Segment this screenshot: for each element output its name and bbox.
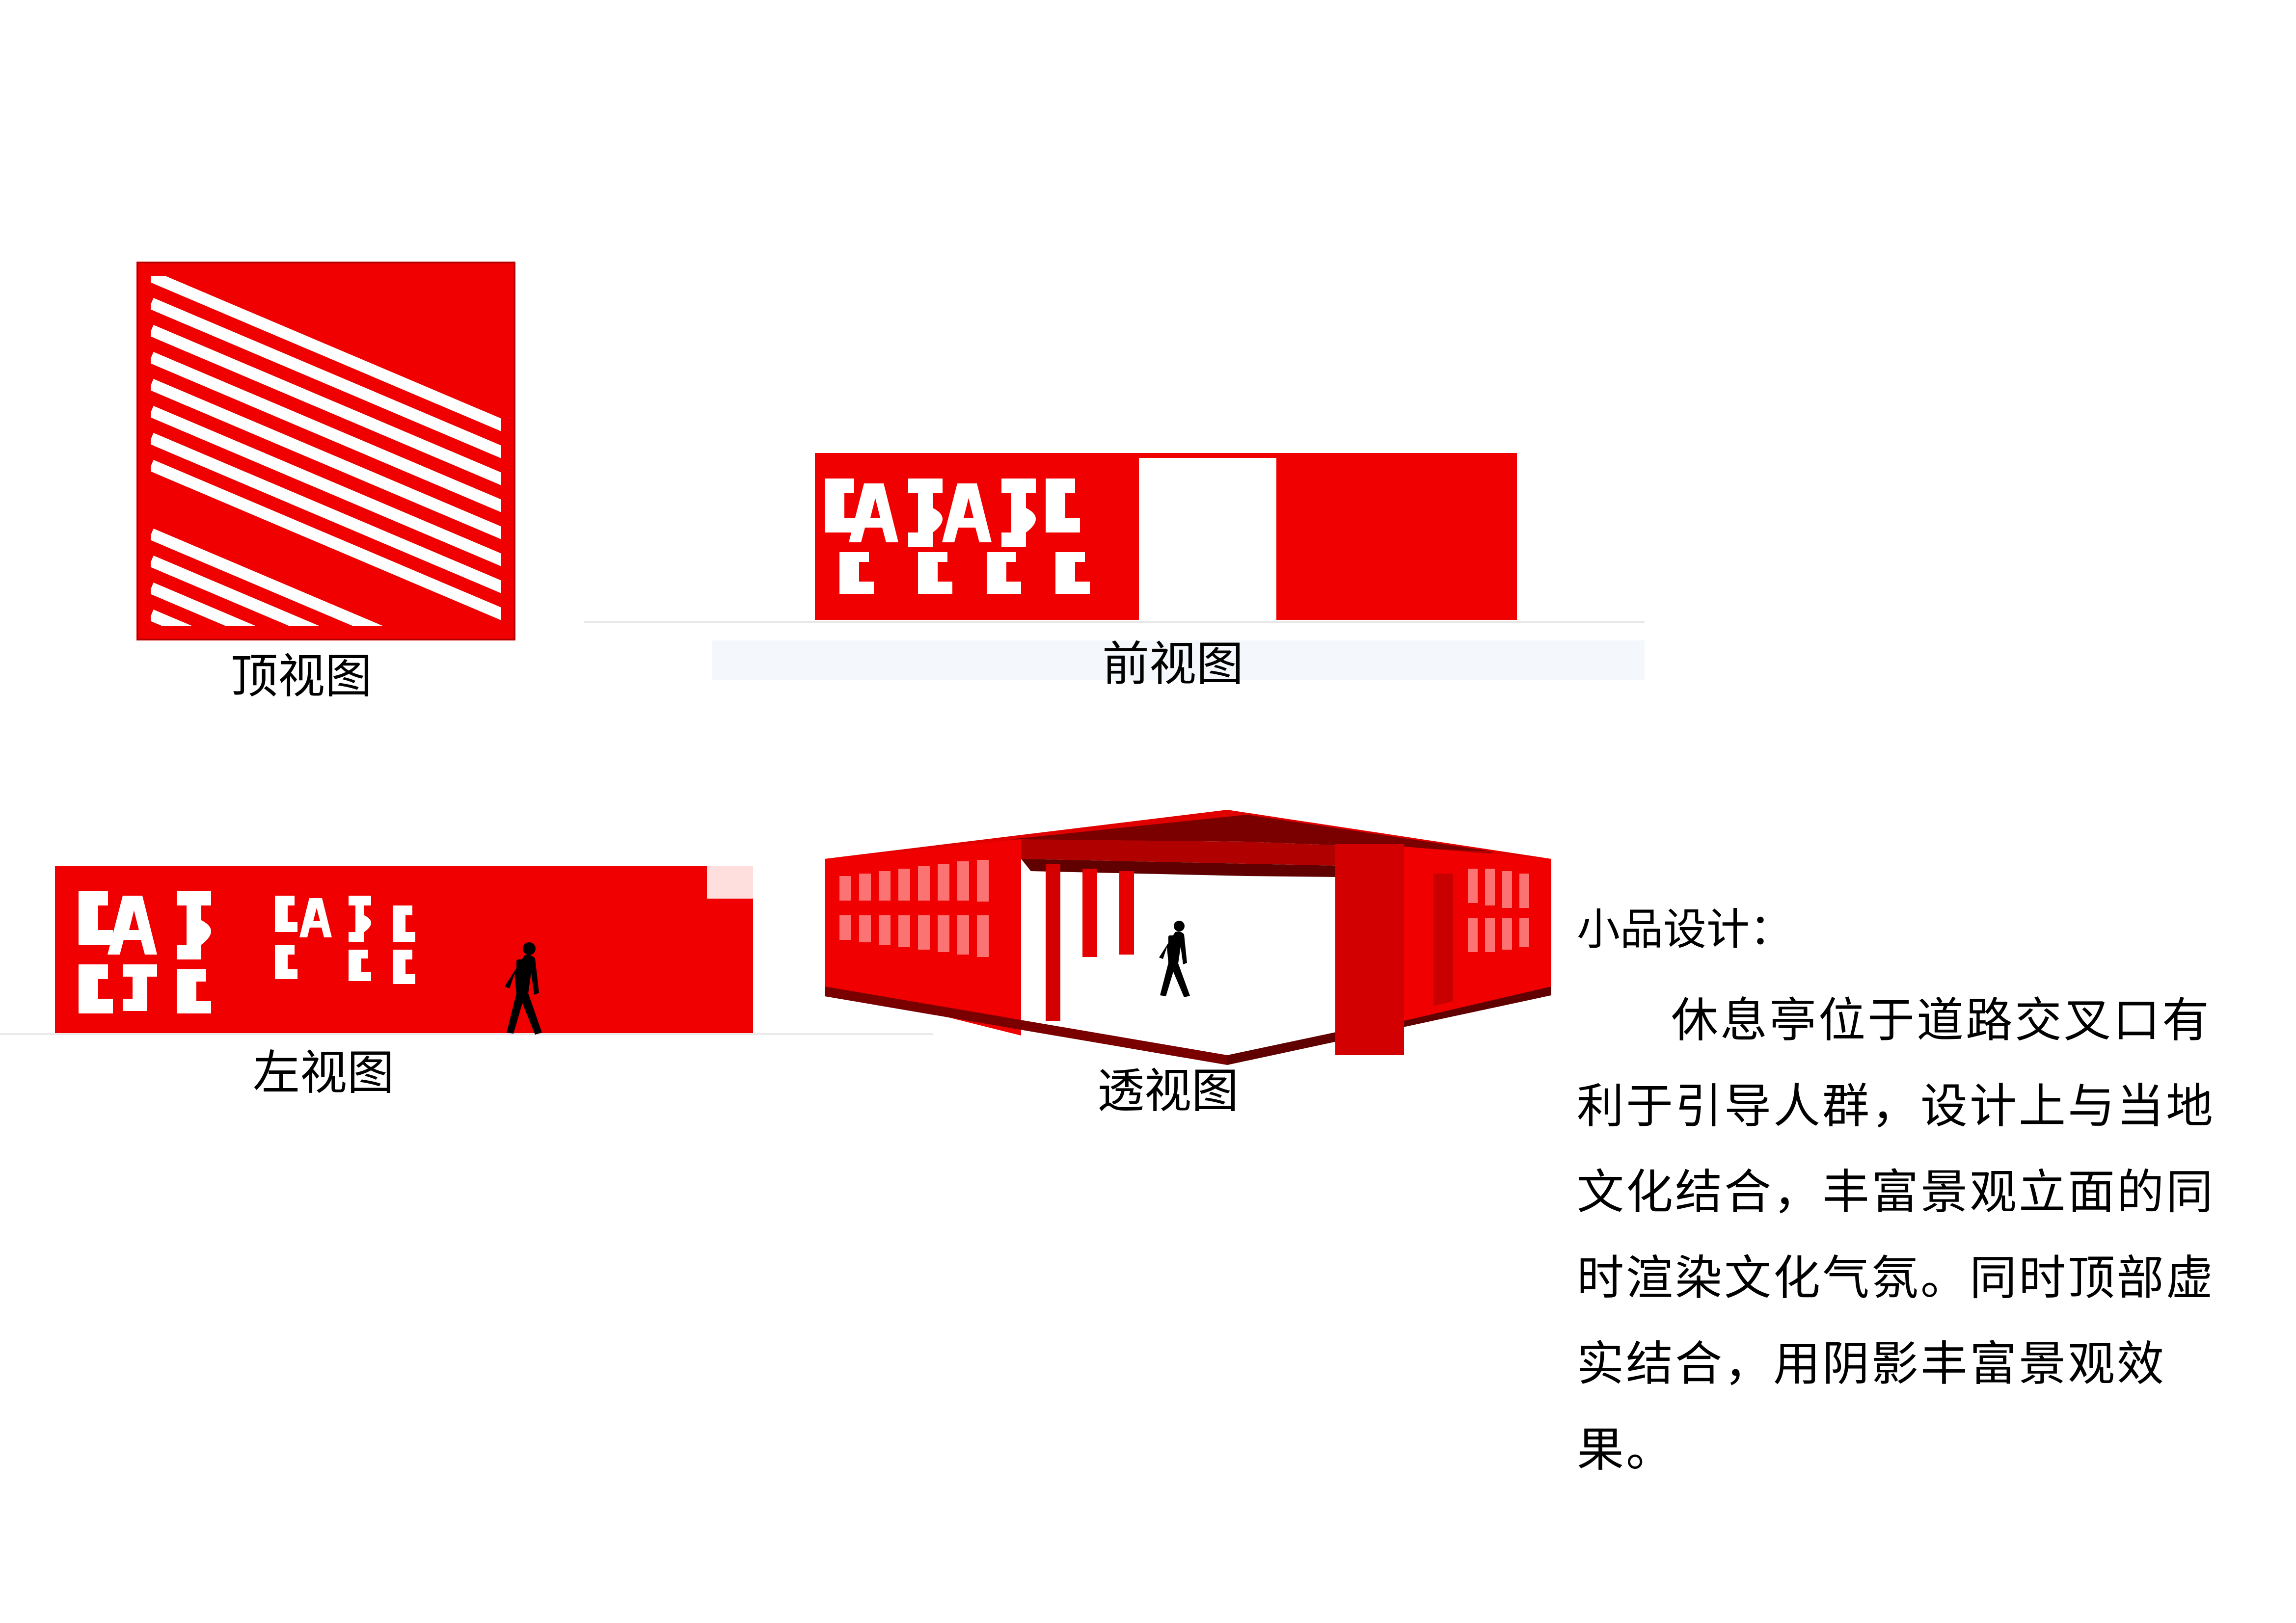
description-body: 休息亭位于道路交叉口有利于引导人群，设计上与当地文化结合，丰富景观立面的同时渲染… (1577, 993, 2215, 1477)
top-view-label: 顶视图 (231, 649, 372, 704)
description-title: 小品设计： (1577, 904, 1793, 955)
front-view-drawing (584, 453, 1645, 680)
person-silhouette-left (505, 942, 542, 1035)
person-silhouette-perspective (1159, 921, 1190, 997)
left-view-drawing (0, 866, 933, 1035)
left-view-label: 左视图 (253, 1045, 394, 1100)
top-view-drawing (136, 262, 515, 640)
perspective-view-label: 透视图 (1097, 1064, 1239, 1118)
front-view-label: 前视图 (1102, 637, 1243, 692)
perspective-view-drawing (825, 810, 1551, 1065)
